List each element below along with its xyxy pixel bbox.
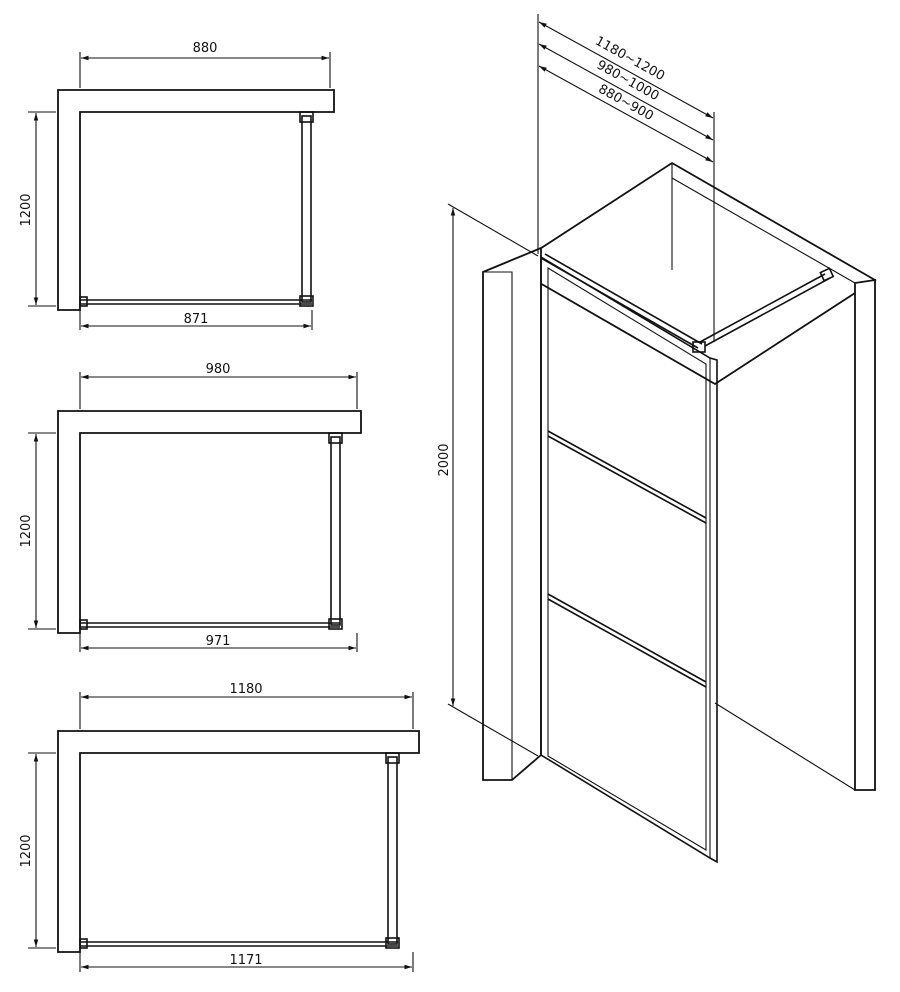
plan-view-880: 880 1200 871 xyxy=(19,41,335,330)
width-label: 1180 xyxy=(229,682,262,697)
iso-right-wall xyxy=(854,278,876,791)
glass-label: 871 xyxy=(184,312,209,327)
glass-label: 971 xyxy=(206,634,231,649)
plan-support-bar xyxy=(387,756,398,945)
height-label: 2000 xyxy=(437,443,452,476)
depth-label: 1200 xyxy=(19,834,34,867)
isometric-view: 1180~1200 980~1000 880~900 2000 xyxy=(437,14,877,864)
plan-support-bar xyxy=(301,115,312,303)
glass-label: 1171 xyxy=(229,953,262,968)
depth-label: 1200 xyxy=(19,193,34,226)
plan-view-980: 980 1200 971 xyxy=(19,362,362,652)
plan-wall xyxy=(57,89,335,311)
plan-support-bar xyxy=(330,436,341,626)
plan-wall xyxy=(57,410,362,634)
dim-range-3 xyxy=(538,65,714,163)
iso-glass-bar-lower xyxy=(547,593,707,683)
plan-wall xyxy=(57,730,420,953)
iso-glass-bar-upper xyxy=(547,430,707,519)
width-label: 980 xyxy=(206,362,231,377)
plan-view-1180: 1180 1200 1171 xyxy=(19,682,420,972)
width-label: 880 xyxy=(193,41,218,56)
depth-label: 1200 xyxy=(19,514,34,547)
